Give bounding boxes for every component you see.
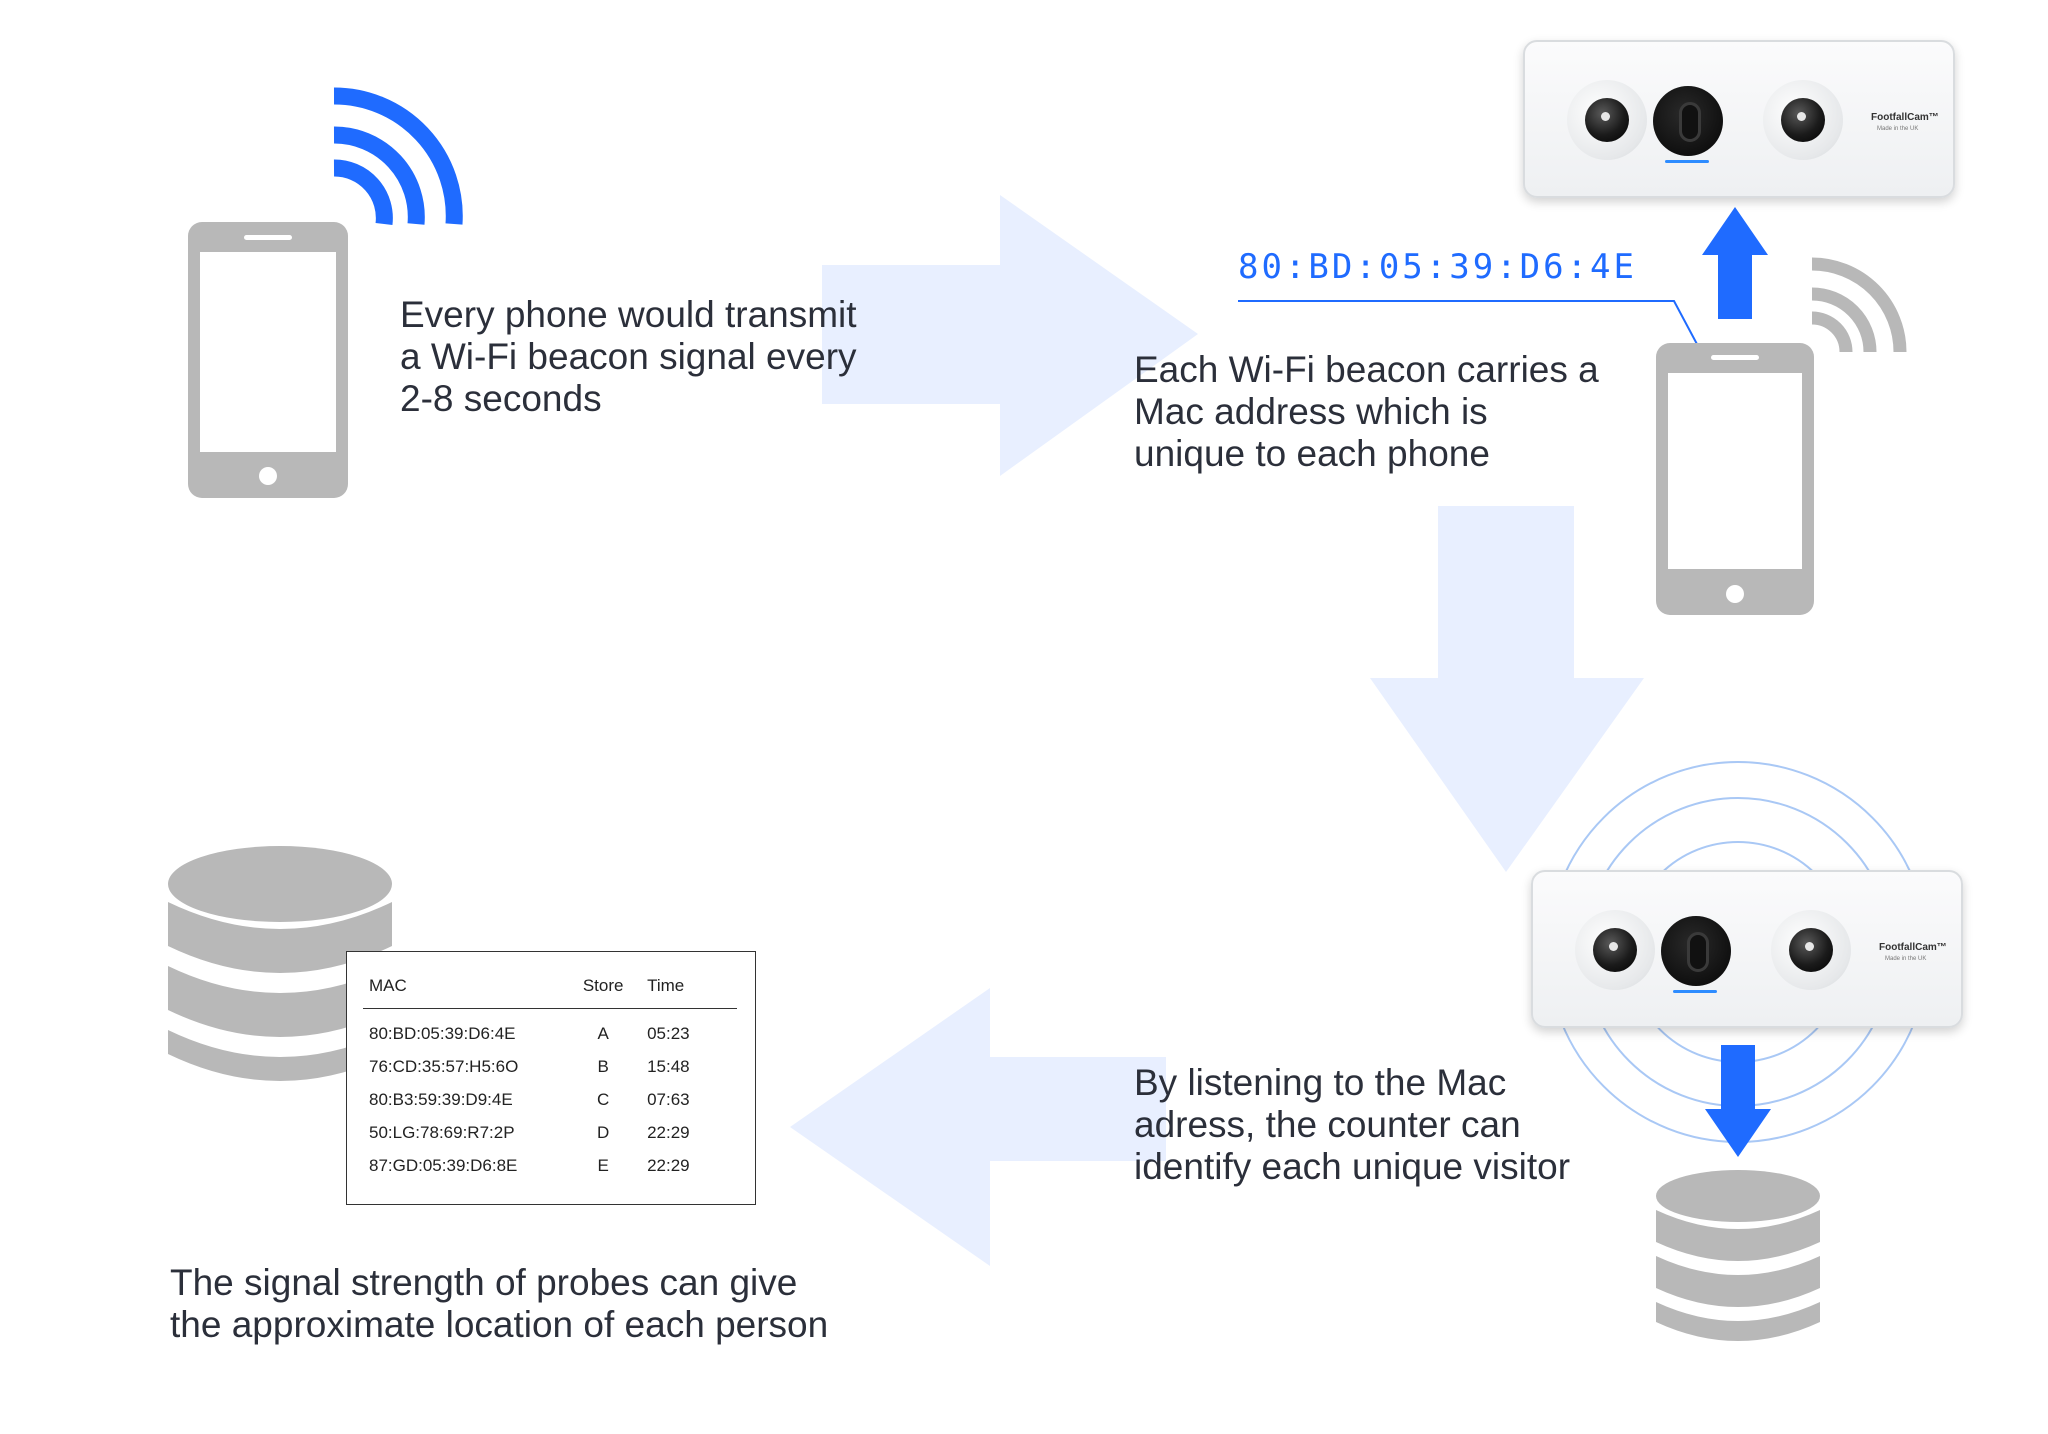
cell-store: A (597, 1023, 609, 1043)
cell-time: 07:63 (647, 1089, 690, 1109)
step3-caption-line: adress, the counter can (1134, 1104, 1521, 1145)
device-brand-label: FootfallCam™ (1871, 112, 1939, 123)
step2-caption: Each Wi-Fi beacon carries a Mac address … (1134, 349, 1599, 475)
column-header-time: Time (647, 964, 737, 1009)
mac-log-table-grid: MAC Store Time 80:BD:05:39:D6:4E A 05:23… (363, 964, 737, 1182)
step2-caption-line: Mac address which is (1134, 391, 1488, 432)
table-spacer (363, 1009, 737, 1018)
flow-arrow-left-body (990, 1057, 1166, 1161)
step2-caption-line: unique to each phone (1134, 433, 1490, 474)
footfall-counter-device: FootfallCam™ Made in the UK (1531, 870, 1963, 1028)
mac-log-table: MAC Store Time 80:BD:05:39:D6:4E A 05:23… (346, 951, 756, 1205)
arrow-up (1702, 207, 1768, 319)
cell-time: 05:23 (647, 1023, 690, 1043)
cell-store: E (597, 1155, 609, 1175)
database-icon (168, 846, 392, 1081)
flow-arrow-down-shape (1370, 506, 1644, 872)
step1-caption: Every phone would transmit a Wi-Fi beaco… (400, 294, 857, 420)
cell-time: 22:29 (647, 1122, 690, 1142)
cell-mac: 80:B3:59:39:D9:4E (369, 1089, 513, 1109)
step3-caption: By listening to the Mac adress, the coun… (1134, 1062, 1570, 1188)
cell-mac: 50:LG:78:69:R7:2P (369, 1122, 515, 1142)
device-brand-label: FootfallCam™ (1879, 942, 1947, 953)
table-row: 80:B3:59:39:D9:4E C 07:63 (363, 1083, 737, 1116)
step1-caption-line: a Wi-Fi beacon signal every (400, 336, 857, 377)
cell-mac: 87:GD:05:39:D6:8E (369, 1155, 518, 1175)
mac-address-readout: 80:BD:05:39:D6:4E (1238, 247, 1637, 287)
column-header-store: Store (559, 964, 648, 1009)
wifi-signal-icon (333, 87, 463, 226)
cell-store: D (597, 1122, 610, 1142)
step4-caption-line: the approximate location of each person (170, 1304, 829, 1345)
step1-caption-line: 2-8 seconds (400, 378, 602, 419)
cell-mac: 80:BD:05:39:D6:4E (369, 1023, 516, 1043)
table-header-row: MAC Store Time (363, 964, 737, 1009)
step4-caption: The signal strength of probes can give t… (170, 1262, 828, 1346)
table-row: 76:CD:35:57:H5:6O B 15:48 (363, 1050, 737, 1083)
cell-store: C (597, 1089, 610, 1109)
smartphone-icon (188, 222, 348, 498)
step3-caption-line: By listening to the Mac (1134, 1062, 1507, 1103)
cell-store: B (597, 1056, 609, 1076)
table-row: 87:GD:05:39:D6:8E E 22:29 (363, 1149, 737, 1182)
flow-arrow-right-shape (822, 195, 1198, 476)
smartphone-icon (1656, 343, 1814, 615)
device-brand-sub: Made in the UK (1885, 956, 1927, 962)
cell-time: 22:29 (647, 1155, 690, 1175)
device-brand-sub: Made in the UK (1877, 126, 1919, 132)
database-icon (1656, 1170, 1820, 1341)
footfall-counter-device: FootfallCam™ Made in the UK (1523, 40, 1955, 198)
table-row: 50:LG:78:69:R7:2P D 22:29 (363, 1116, 737, 1149)
wifi-signal-icon (1811, 257, 1907, 353)
table-row: 80:BD:05:39:D6:4E A 05:23 (363, 1017, 737, 1050)
flow-arrow-left-shape (790, 988, 1166, 1266)
step2-caption-line: Each Wi-Fi beacon carries a (1134, 349, 1599, 390)
column-header-mac: MAC (363, 964, 560, 1009)
cell-time: 15:48 (647, 1056, 690, 1076)
step3-caption-line: identify each unique visitor (1134, 1146, 1571, 1187)
cell-mac: 76:CD:35:57:H5:6O (369, 1056, 519, 1076)
step4-caption-line: The signal strength of probes can give (170, 1262, 798, 1303)
arrow-down (1705, 1045, 1771, 1157)
step1-caption-line: Every phone would transmit (400, 294, 857, 335)
